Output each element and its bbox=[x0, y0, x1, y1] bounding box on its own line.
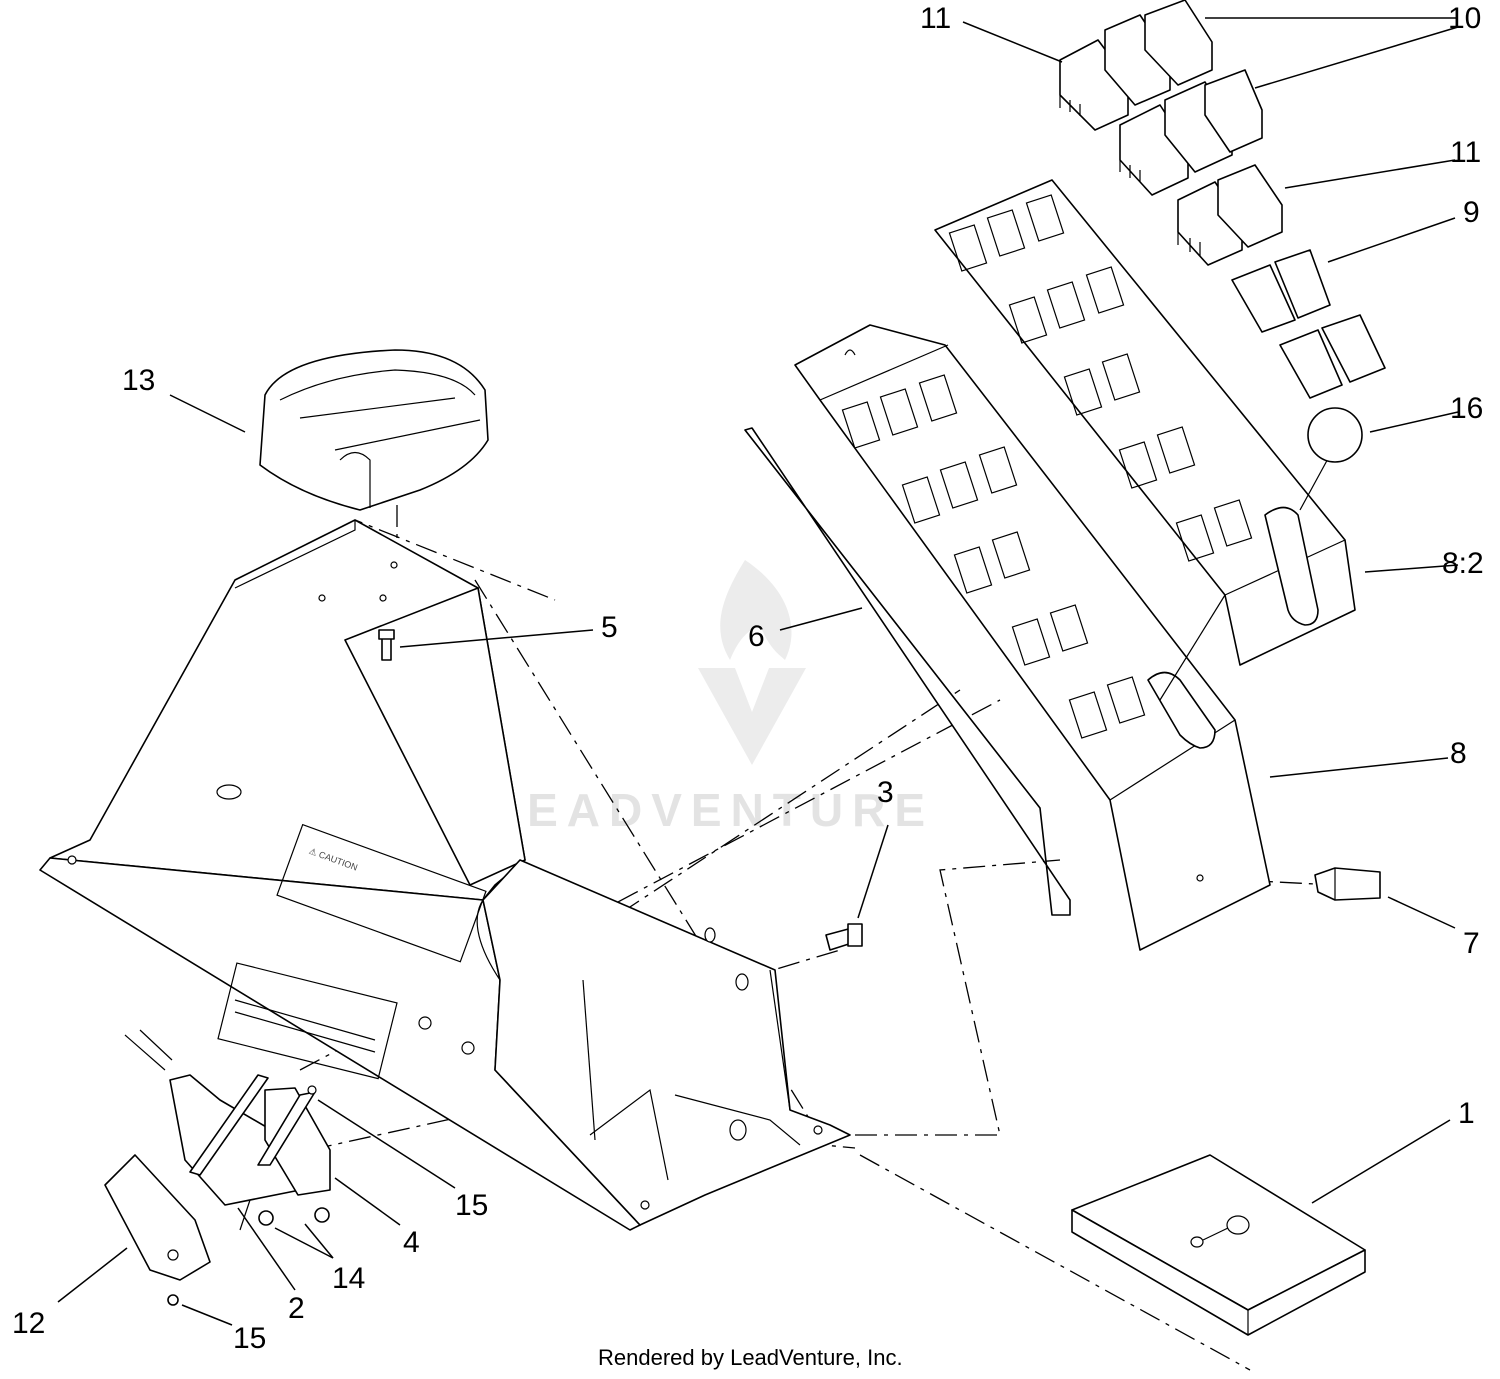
part-7-key bbox=[1314, 867, 1381, 901]
callout-13: 13 bbox=[122, 364, 155, 397]
part-5-screw bbox=[378, 629, 395, 661]
leader-lines bbox=[57, 17, 1459, 1326]
watermark-text: LEADVENTURE bbox=[490, 784, 934, 836]
callout-7: 7 bbox=[1463, 927, 1480, 960]
switch-row-3 bbox=[1177, 164, 1283, 266]
callout-2: 2 bbox=[288, 1292, 305, 1325]
switch-row-2 bbox=[1119, 69, 1263, 196]
callout-11-middle: 11 bbox=[1450, 136, 1481, 169]
callout-15-right: 15 bbox=[455, 1189, 488, 1222]
callout-1: 1 bbox=[1458, 1097, 1475, 1130]
part-16-indicator bbox=[1307, 407, 1363, 463]
part-3-bolt bbox=[825, 923, 863, 951]
switch-row-1 bbox=[1059, 0, 1213, 131]
callout-5: 5 bbox=[601, 611, 618, 644]
callout-8: 8 bbox=[1450, 737, 1467, 770]
part-8-2-panel bbox=[934, 179, 1356, 701]
part-13-cap bbox=[259, 349, 489, 511]
callout-10: 10 bbox=[1448, 2, 1481, 35]
callout-15-bottom: 15 bbox=[233, 1322, 266, 1355]
callout-8-2: 8:2 bbox=[1442, 547, 1484, 580]
switch-cutouts-lower bbox=[841, 374, 1146, 739]
switch-cutouts-upper bbox=[948, 194, 1253, 562]
rocker-switches bbox=[1059, 0, 1283, 266]
render-credit: Rendered by LeadVenture, Inc. bbox=[598, 1345, 903, 1370]
callout-16: 16 bbox=[1450, 392, 1483, 425]
part-1-plate bbox=[1071, 1154, 1366, 1336]
lower-bracket-assembly bbox=[104, 1029, 331, 1306]
part-9-lenses bbox=[1231, 249, 1386, 399]
callout-12: 12 bbox=[12, 1307, 45, 1340]
console-housing: ⚠ CAUTION bbox=[39, 519, 851, 1231]
part-6-strip bbox=[744, 427, 1071, 916]
callout-6: 6 bbox=[748, 620, 765, 653]
callout-3: 3 bbox=[877, 776, 894, 809]
watermark-logo: LEADVENTURE bbox=[490, 560, 934, 836]
callout-14: 14 bbox=[332, 1262, 365, 1295]
callout-4: 4 bbox=[403, 1226, 420, 1259]
callout-11-top: 11 bbox=[920, 2, 951, 35]
callout-labels: 10 11 11 9 16 8:2 8 7 1 3 6 5 13 15 4 14… bbox=[12, 2, 1484, 1355]
callout-9: 9 bbox=[1463, 196, 1480, 229]
